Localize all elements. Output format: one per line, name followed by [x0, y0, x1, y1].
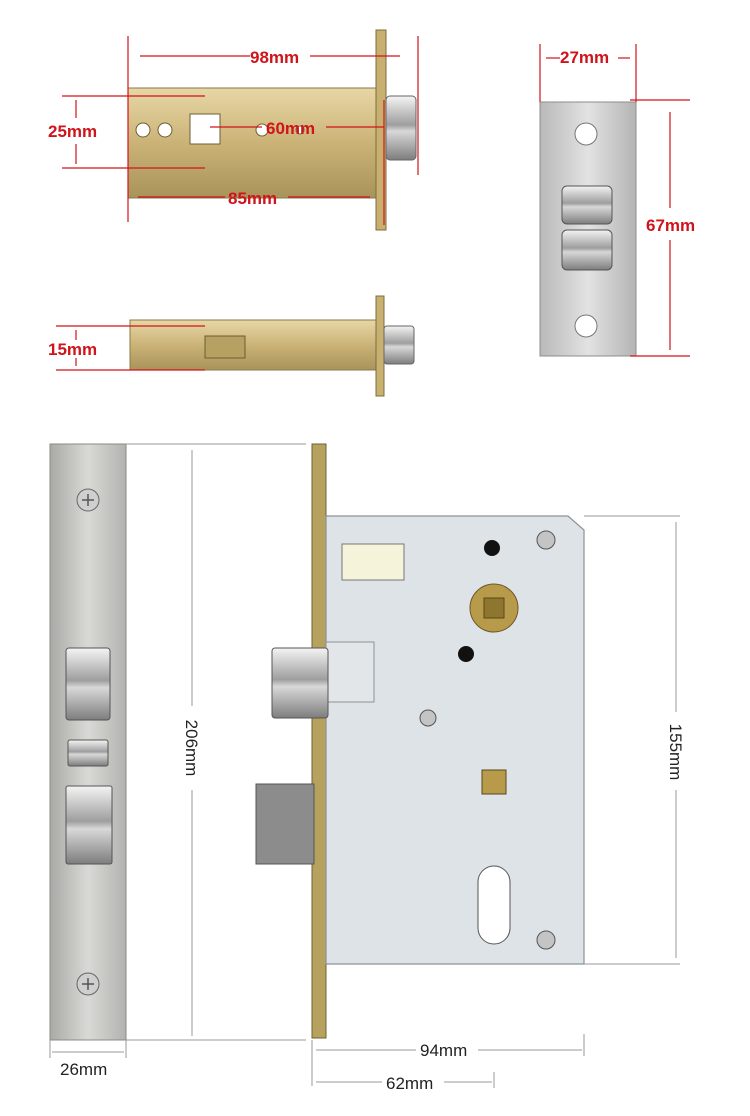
latch-hole [295, 125, 305, 135]
case-latch-housing [325, 641, 375, 703]
mortise-case: 155mm 94mm 62mm [255, 443, 685, 1093]
case-screw [419, 709, 437, 727]
case-deadbolt [255, 783, 315, 865]
latch-spindle-hole [189, 113, 221, 145]
case-backset-label: 62mm [386, 1074, 433, 1093]
strike-screw-hole [574, 314, 598, 338]
latch-thickness-label: 15mm [48, 340, 97, 359]
latch-top-view: 98mm 25mm 60mm 85mm [48, 29, 419, 231]
latch-side-bolt [383, 325, 415, 365]
latch-side-faceplate [375, 295, 385, 397]
latch-body [127, 87, 379, 199]
latch-backset-label: 60mm [266, 119, 315, 138]
strike-catch-upper [561, 185, 613, 225]
strike-height-label: 67mm [646, 216, 695, 235]
case-cylinder-cutout [477, 865, 511, 945]
latch-length-label: 98mm [250, 48, 299, 67]
case-follower-square [481, 769, 507, 795]
case-body [325, 515, 585, 965]
strike-plate-body [539, 101, 637, 357]
case-window [341, 543, 405, 581]
case-height-label: 155mm [666, 724, 685, 781]
latch-hole [157, 122, 173, 138]
strike-screw-hole [574, 122, 598, 146]
latch-side-view: 15mm [48, 295, 415, 397]
faceplate-length-label: 206mm [182, 720, 201, 777]
case-spindle-square [483, 597, 505, 619]
case-latch-bolt [271, 647, 329, 719]
faceplate-deadbolt [65, 785, 113, 865]
case-screw [536, 530, 556, 550]
strike-width-label: 27mm [560, 48, 609, 67]
faceplate-latch [65, 647, 111, 721]
latch-height-label: 25mm [48, 122, 97, 141]
case-front-edge [311, 443, 327, 1039]
case-hole [458, 646, 474, 662]
faceplate-trigger [67, 739, 109, 767]
case-hole [484, 540, 500, 556]
faceplate-width-label: 26mm [60, 1060, 107, 1079]
latch-side-slot [204, 335, 246, 359]
latch-body-label: 85mm [228, 189, 277, 208]
case-depth-label: 94mm [420, 1041, 467, 1060]
case-screw [536, 930, 556, 950]
latch-hole [135, 122, 151, 138]
strike-plate: 27mm 67mm [539, 44, 695, 357]
strike-catch-lower [561, 229, 613, 271]
latch-side-body [129, 319, 379, 371]
latch-bolt [385, 95, 417, 161]
mortise-faceplate: 206mm 26mm [49, 443, 306, 1079]
